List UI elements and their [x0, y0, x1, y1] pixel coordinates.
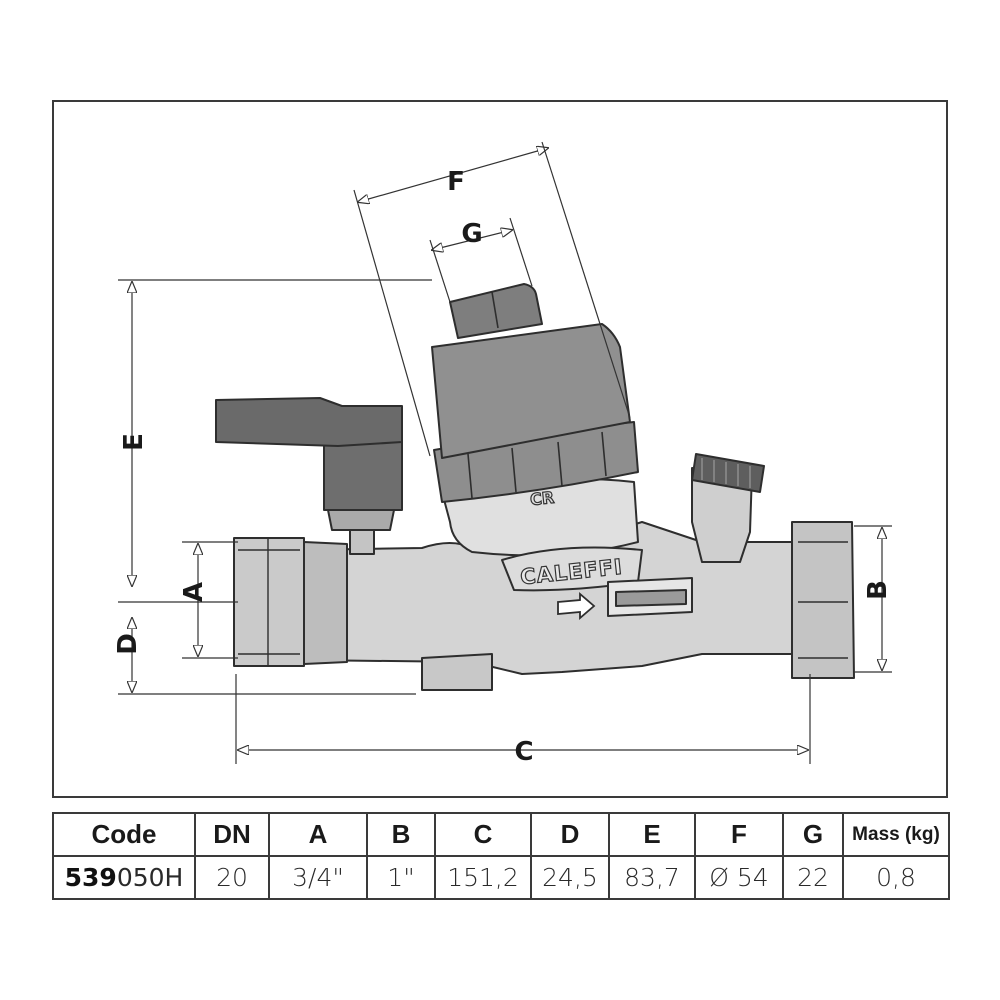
- dimension-lines: [118, 141, 892, 764]
- dim-label-g: G: [461, 219, 482, 249]
- cell-mass: 0,8: [842, 855, 950, 900]
- header-dn: DN: [194, 812, 270, 857]
- table-row: 539050H 20 3/4" 1" 151,2 24,5 83,7 Ø 54 …: [52, 855, 950, 900]
- cell-code: 539050H: [52, 855, 196, 900]
- table-header-row: Code DN A B C D E F G Mass (kg): [52, 812, 950, 857]
- dim-label-e: E: [119, 433, 149, 451]
- valve-body: [215, 283, 855, 691]
- valve-technical-drawing: CALEFFI CR: [113, 141, 893, 767]
- header-g: G: [782, 812, 844, 857]
- logo-text: CR: [529, 488, 555, 509]
- cell-dn: 20: [194, 855, 270, 900]
- header-f: F: [694, 812, 784, 857]
- code-prefix: 539: [64, 863, 117, 892]
- cell-b: 1": [366, 855, 436, 900]
- dim-label-b: B: [863, 580, 893, 600]
- dim-label-a: A: [179, 582, 209, 602]
- dim-label-f: F: [447, 167, 465, 197]
- drawing-frame: CALEFFI CR: [52, 100, 948, 798]
- cell-d: 24,5: [530, 855, 610, 900]
- header-d: D: [530, 812, 610, 857]
- header-a: A: [268, 812, 368, 857]
- flow-arrow-icon: [557, 592, 596, 620]
- header-b: B: [366, 812, 436, 857]
- header-mass: Mass (kg): [842, 812, 950, 857]
- cell-f: Ø 54: [694, 855, 784, 900]
- cell-a: 3/4": [268, 855, 368, 900]
- code-suffix: 050H: [116, 863, 184, 892]
- spec-table: Code DN A B C D E F G Mass (kg) 539050H …: [52, 812, 950, 900]
- dim-label-c: C: [514, 737, 533, 767]
- header-e: E: [608, 812, 696, 857]
- header-c: C: [434, 812, 532, 857]
- cell-g: 22: [782, 855, 844, 900]
- dim-label-d: D: [113, 633, 143, 655]
- cell-c: 151,2: [434, 855, 532, 900]
- header-code: Code: [52, 812, 196, 857]
- cell-e: 83,7: [608, 855, 696, 900]
